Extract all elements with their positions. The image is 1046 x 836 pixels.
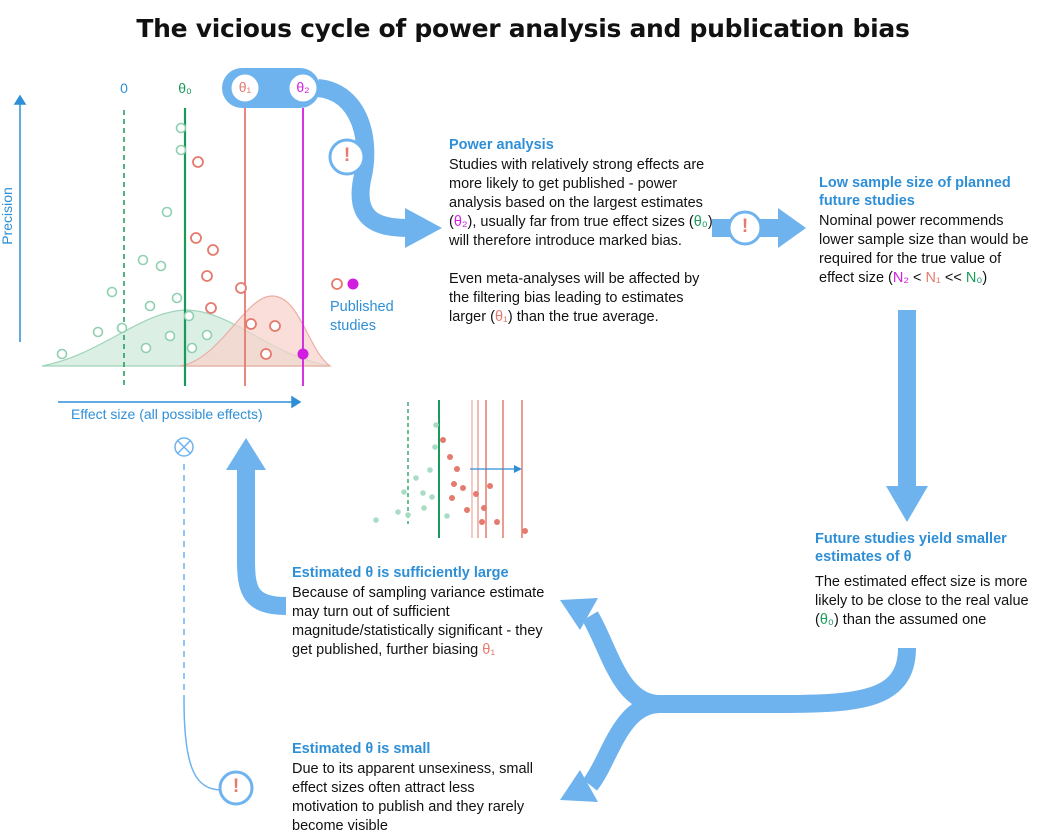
theta1-inline: θ₁ [494,309,508,325]
power-analysis-heading: Power analysis [449,137,554,153]
diagram-title: The vicious cycle of power analysis and … [136,14,910,43]
published-studies-legend: Published studies [330,299,394,334]
text-span: < [908,270,926,286]
y-axis-label: Precision [0,187,15,245]
text-span: << [940,270,966,286]
n0-inline: N₀ [965,270,983,286]
theta0-label: θ₀ [178,80,192,96]
future-studies-block: Future studies yield smaller estimates o… [815,530,1044,630]
text-span: ) than the assumed one [833,612,987,628]
theta0-inline: θ₀ [819,612,834,628]
low-sample-heading: Low sample size of planned future studie… [819,175,1011,209]
future-studies-heading: Future studies yield smaller estimates o… [815,531,1007,565]
text-span: Nominal power recommends lower sample si… [819,213,1029,286]
alert-icon: ! [741,216,749,237]
alert-icon: ! [232,776,240,797]
theta2-study-point [297,348,309,360]
theta2-inline: θ₂ [453,214,468,230]
theta1-label: θ₁ [238,79,252,95]
alert-badge-bottom [218,770,254,806]
power-analysis-paragraph-1: Studies with relatively strong effects a… [449,156,719,251]
future-studies-body: The estimated effect size is more likely… [815,573,1044,630]
unpublished-studies [56,122,213,360]
published-studies [190,156,281,360]
text-span: Even meta-analyses will be affected by t… [449,271,700,325]
small-estimate-body: Due to its apparent unsexiness, small ef… [292,761,533,834]
x-axis-label: Effect size (all possible effects) [71,406,263,422]
text-span: ) than the true average. [507,309,659,325]
small-estimate-block: Estimated θ is small Due to its apparent… [292,740,542,836]
zero-label: 0 [120,80,128,96]
plot-axes [13,94,302,409]
sufficiently-large-block: Estimated θ is sufficiently large Becaus… [292,564,562,660]
theta-badges [222,68,320,108]
n2-inline: N₂ [892,270,909,286]
flow-arrows [237,79,916,791]
power-analysis-block: Power analysis Studies with relatively s… [449,136,719,327]
theta1-inline: θ₁ [482,642,496,658]
power-analysis-paragraph-2: Even meta-analyses will be affected by t… [449,270,719,327]
low-sample-block: Low sample size of planned future studie… [819,174,1039,288]
legend-magenta-marker [347,278,359,290]
inset-plot [373,400,528,538]
sufficiently-large-heading: Estimated θ is sufficiently large [292,565,509,581]
text-span: ) will therefore introduce marked bias. [449,214,713,249]
sufficiently-large-body: Because of sampling variance estimate ma… [292,584,562,660]
arrow-heads [226,208,928,802]
alert-badge-top [328,138,366,176]
alert-badge-mid [727,210,763,246]
text-span: ) [982,270,988,286]
text-span: ), usually far from true effect sizes ( [467,214,694,230]
text-span: The estimated effect size is more likely… [815,574,1029,628]
small-estimate-heading: Estimated θ is small [292,741,431,757]
legend-red-marker [331,278,343,290]
alert-icon: ! [343,145,351,166]
low-sample-body: Nominal power recommends lower sample si… [819,212,1039,288]
n1-inline: N₁ [925,270,941,286]
text-span: Studies with relatively strong effects a… [449,157,705,230]
text-span: Because of sampling variance estimate ma… [292,585,545,658]
theta2-label: θ₂ [296,79,310,95]
published-distribution [179,295,332,367]
blocked-path [174,437,223,791]
theta0-inline: θ₀ [693,214,708,230]
